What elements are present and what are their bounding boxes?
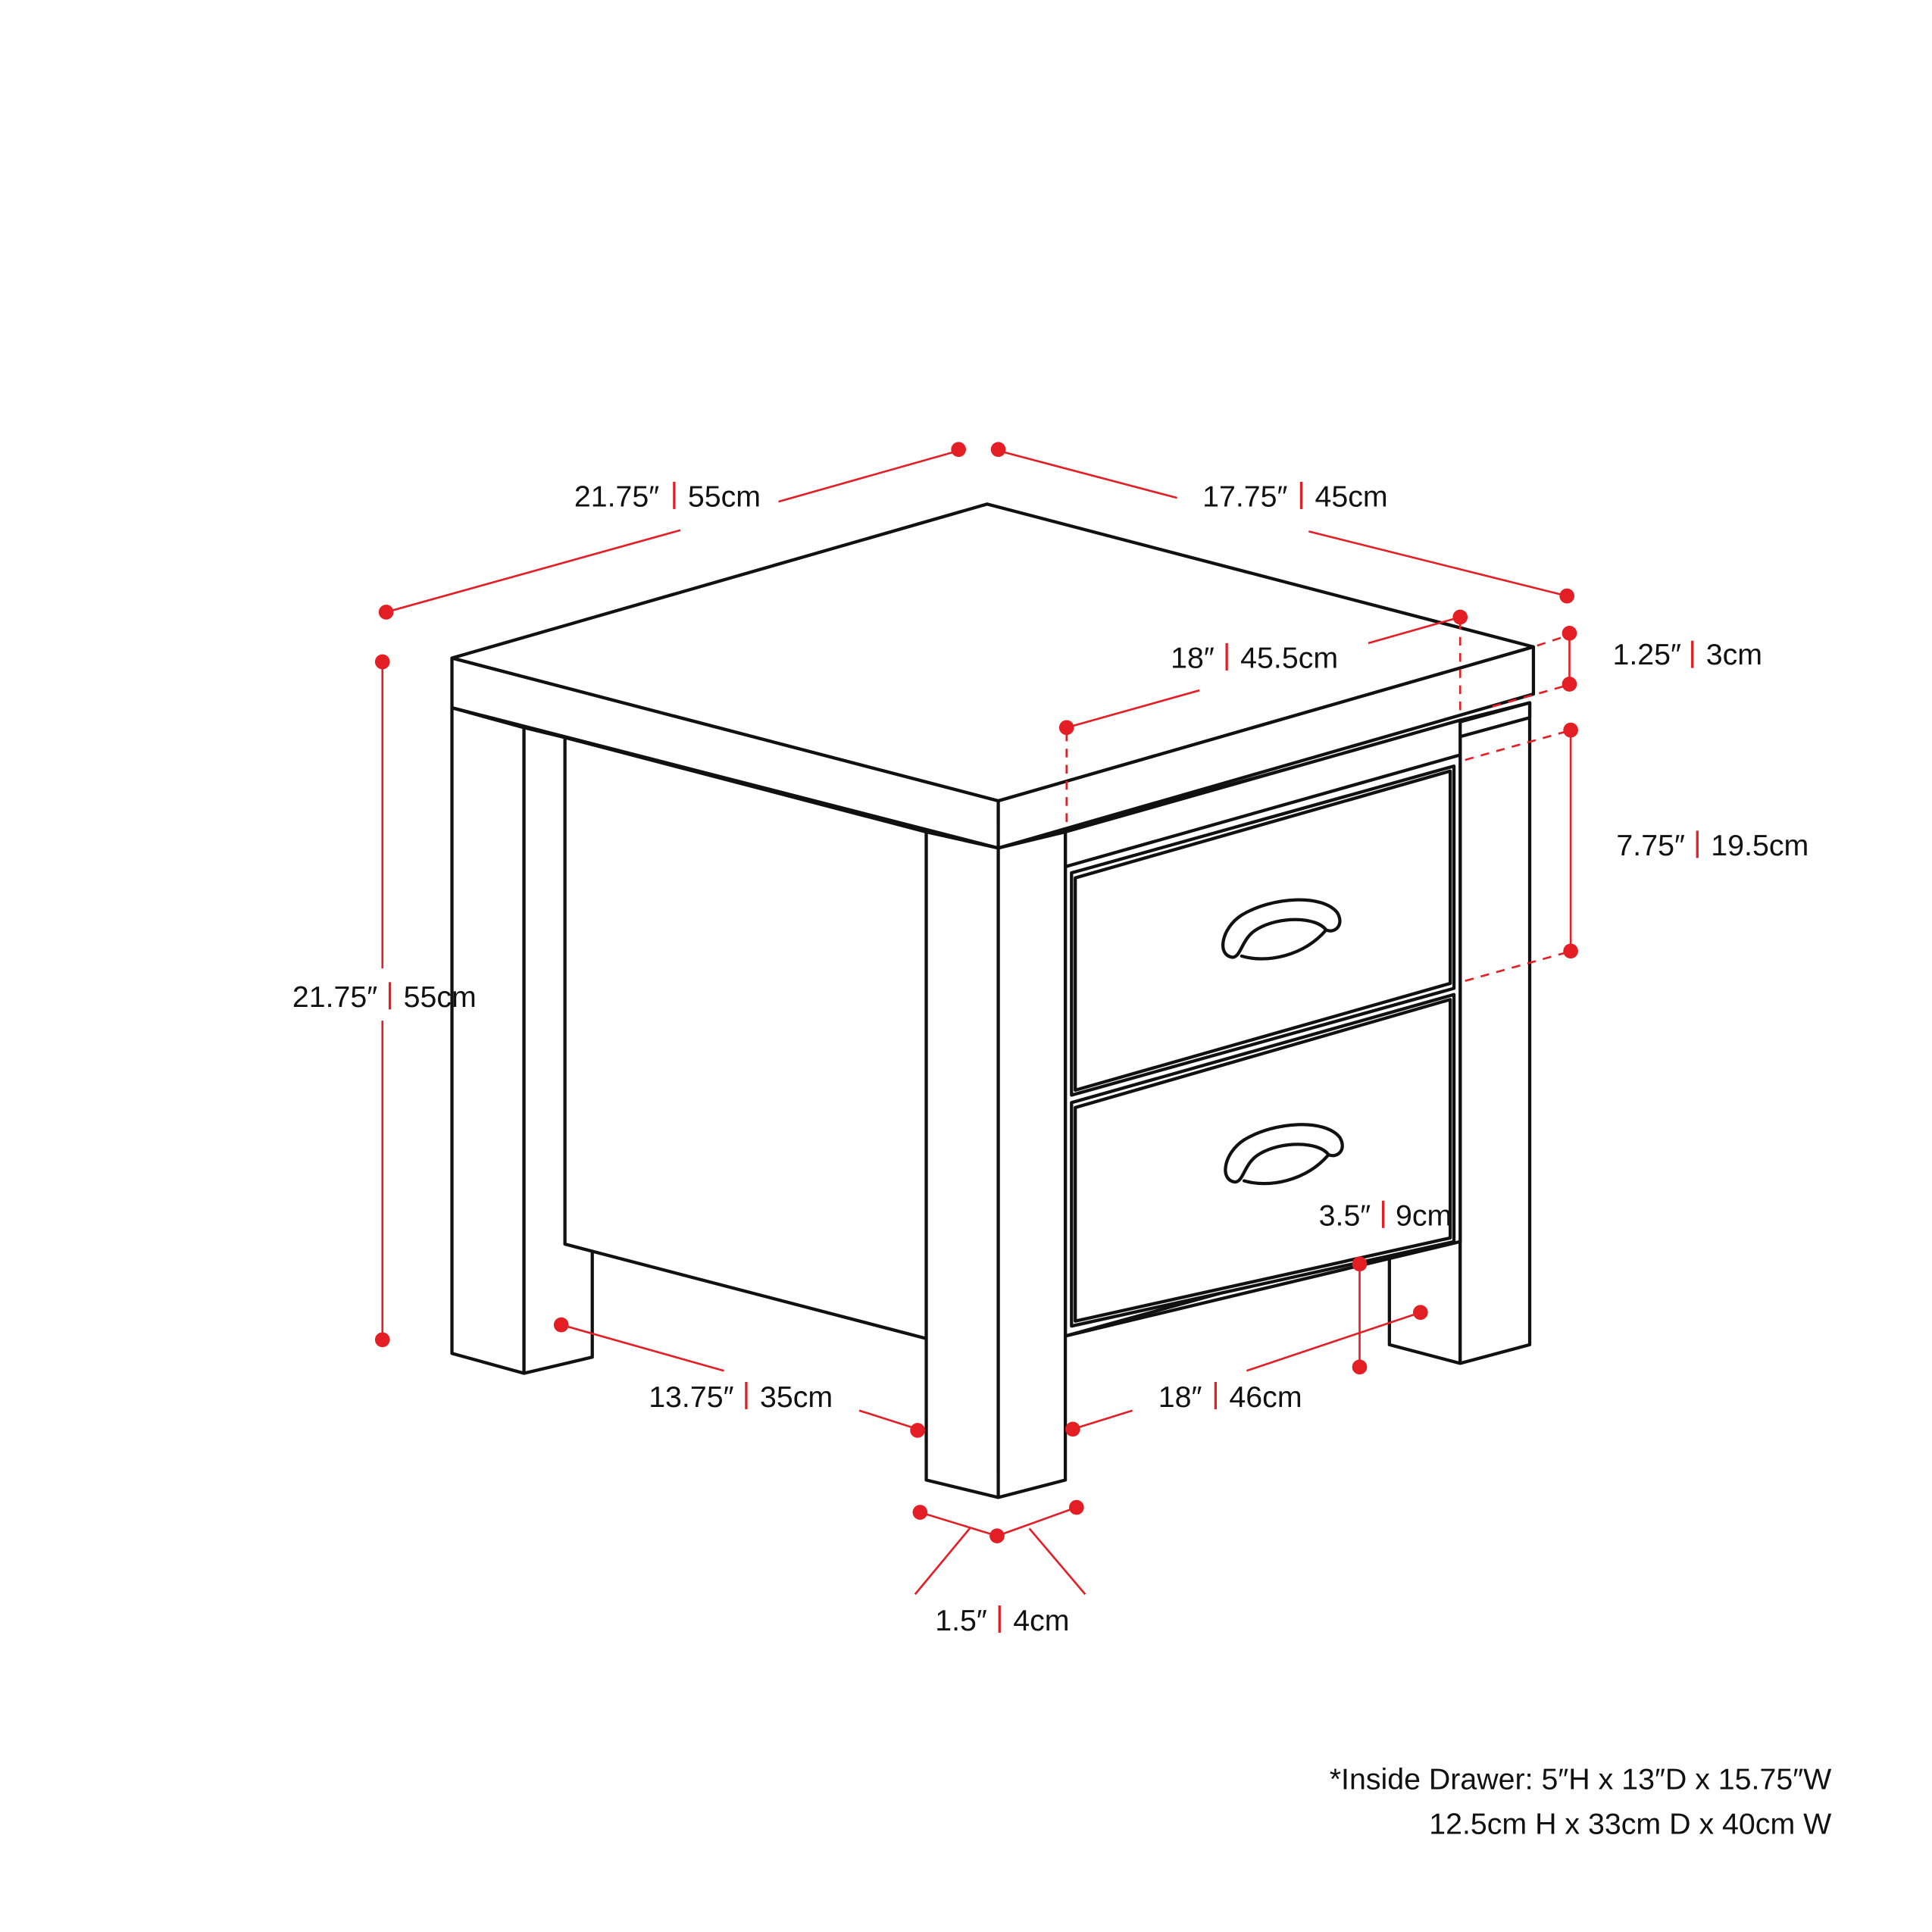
dimension-labels: 21.75″ 55cm 17.75″ 45cm 18″ 45.5cm 1.25″… xyxy=(292,480,1809,1637)
top-depth-imperial: 17.75″ xyxy=(1202,480,1287,514)
bottom-drawer-handle xyxy=(1224,1123,1344,1186)
leg-thickness-imperial: 1.5″ xyxy=(935,1604,987,1637)
top-depth-metric: 45cm xyxy=(1315,480,1388,514)
front-leg-span-metric: 46cm xyxy=(1229,1380,1302,1414)
end-table-outline xyxy=(450,502,1536,1499)
table-top-right-edge xyxy=(996,645,1536,850)
leg-thickness-metric: 4cm xyxy=(1013,1604,1069,1637)
drawer-height-metric: 19.5cm xyxy=(1711,829,1809,862)
front-leg-right-face xyxy=(996,830,1068,1499)
drawer-width-metric: 45.5cm xyxy=(1240,642,1338,675)
front-leg-span-imperial: 18″ xyxy=(1158,1380,1202,1414)
top-drawer xyxy=(1070,764,1456,1097)
top-thickness-metric: 3cm xyxy=(1706,638,1762,671)
top-thickness-imperial: 1.25″ xyxy=(1612,638,1681,671)
total-height-imperial: 21.75″ xyxy=(292,980,377,1014)
top-drawer-handle xyxy=(1221,898,1342,961)
dimension-lines xyxy=(374,442,1578,1596)
leg-clearance-metric: 9cm xyxy=(1396,1199,1452,1233)
back-right-leg xyxy=(1458,701,1532,1365)
inside-drawer-imperial: *Inside Drawer: 5″H x 13″D x 15.75″W xyxy=(1330,1763,1832,1796)
drawer-height-imperial: 7.75″ xyxy=(1616,829,1685,862)
leg-clearance-imperial: 3.5″ xyxy=(1319,1199,1371,1233)
bottom-drawer xyxy=(1070,993,1456,1328)
top-width-imperial: 21.75″ xyxy=(574,480,659,514)
front-leg-left-face xyxy=(924,830,1000,1499)
total-height-metric: 55cm xyxy=(404,980,477,1014)
inside-drawer-note: *Inside Drawer: 5″H x 13″D x 15.75″W 12.… xyxy=(1330,1763,1832,1841)
top-width-metric: 55cm xyxy=(688,480,761,514)
side-panel xyxy=(563,736,928,1340)
back-right-leg-front xyxy=(1387,1240,1462,1365)
side-leg-span-imperial: 13.75″ xyxy=(649,1380,733,1414)
inside-drawer-metric: 12.5cm H x 33cm D x 40cm W xyxy=(1429,1808,1831,1841)
back-left-leg xyxy=(450,705,526,1375)
side-leg-span-metric: 35cm xyxy=(760,1380,833,1414)
drawer-width-imperial: 18″ xyxy=(1171,642,1215,675)
